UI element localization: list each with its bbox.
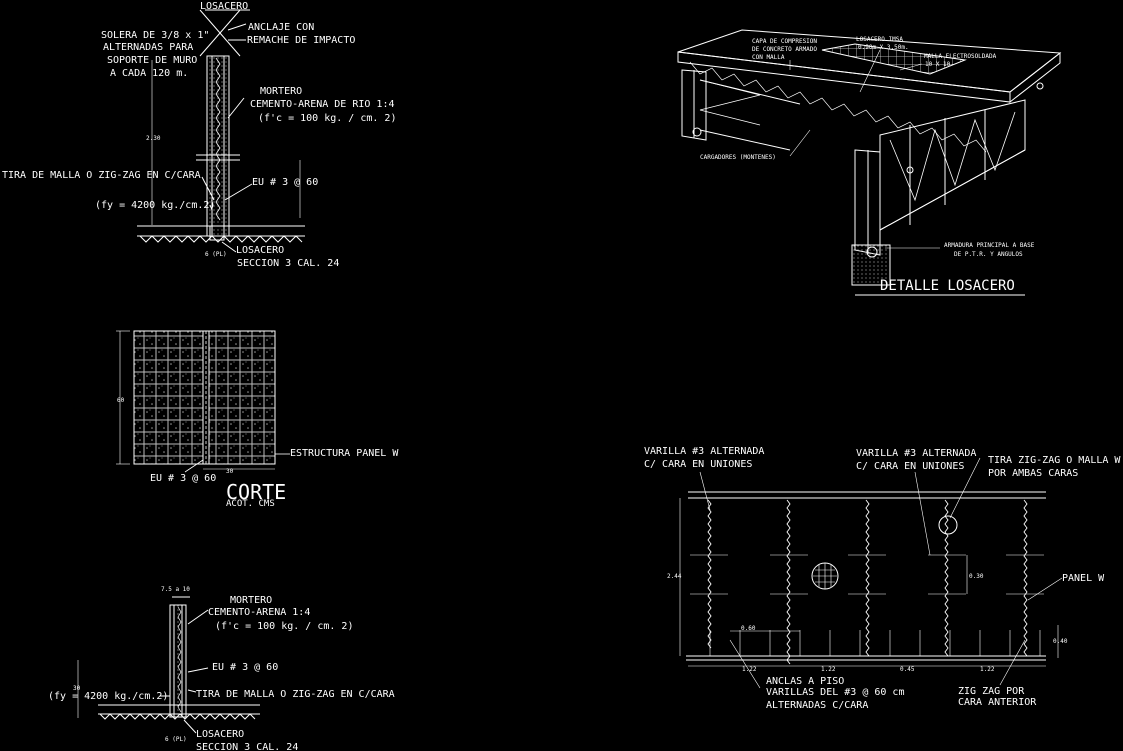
label-cargadores: CARGADORES (MONTENES) (700, 154, 776, 161)
wall-section-top (137, 9, 305, 253)
label-malla1: MALLA ELECTROSOLDADA (924, 53, 997, 60)
corte-labels: 60 ESTRUCTURA PANEL W EU # 3 @ 60 30 COR… (117, 397, 399, 509)
detalle-losacero-drawing (677, 29, 1062, 296)
label-alternadas: ALTERNADAS PARA (103, 42, 193, 53)
label-fy: (fy = 4200 kg./cm.2) (95, 200, 215, 211)
label-anclas3: ALTERNADAS C/CARA (766, 700, 868, 711)
label-remache: REMACHE DE IMPACTO (247, 35, 355, 46)
label-dim-122b: 1.22 (821, 666, 836, 673)
label-losacero-top: LOSACERO (200, 1, 248, 12)
label-soporte: SOPORTE DE MURO (107, 55, 197, 66)
label-estructura: ESTRUCTURA PANEL W (290, 448, 399, 459)
panel-elevation-drawing (679, 457, 1063, 689)
detalle-losacero-labels: CAPA DE COMPRESION DE CONCRETO ARMADO CO… (700, 36, 1035, 294)
label-b-six: 6 (PL) (165, 736, 187, 743)
label-corte-60: 60 (117, 397, 125, 404)
label-malla2: 10 X 10 (925, 61, 951, 68)
detalle-title: DETALLE LOSACERO (880, 278, 1015, 294)
label-dim-040: 0.40 (1053, 638, 1068, 645)
label-capa3: CON MALLA (752, 54, 785, 61)
label-b-fy: (fy = 4200 kg./cm.2) (48, 691, 168, 702)
label-arm2: DE P.T.R. Y ANGULOS (954, 251, 1023, 258)
label-varilla2a: VARILLA #3 ALTERNADA (856, 448, 976, 459)
label-b-fc: (f'c = 100 kg. / cm. 2) (215, 621, 353, 632)
label-dim-122a: 1.22 (742, 666, 757, 673)
label-capa2: DE CONCRETO ARMADO (752, 46, 817, 53)
corte-section (116, 330, 290, 473)
label-b-tira: TIRA DE MALLA O ZIG-ZAG EN C/CARA (196, 689, 395, 700)
label-cemento: CEMENTO-ARENA DE RIO 1:4 (250, 99, 395, 110)
label-tira1: TIRA ZIG-ZAG O MALLA W (988, 455, 1121, 466)
label-b-mortero: MORTERO (230, 595, 272, 606)
label-a-cada: A CADA 120 m. (110, 68, 188, 79)
label-seccion: SECCION 3 CAL. 24 (237, 258, 339, 269)
label-losa1: LOSACERO IMSA (856, 36, 903, 43)
label-corte-eu: EU # 3 @ 60 (150, 473, 216, 484)
label-dim-030: 0.30 (969, 573, 984, 580)
label-zig1: ZIG ZAG POR (958, 686, 1025, 697)
label-panel-w: PANEL W (1062, 573, 1105, 584)
label-six: 6 (PL) (205, 251, 227, 258)
label-b-losacero: LOSACERO (196, 729, 244, 740)
label-b-seccion: SECCION 3 CAL. 24 (196, 742, 298, 751)
label-dim-060: 0.60 (741, 625, 756, 632)
label-tira2: POR AMBAS CARAS (988, 468, 1078, 479)
label-losacero-bottom: LOSACERO (236, 245, 284, 256)
label-varilla1a: VARILLA #3 ALTERNADA (644, 446, 764, 457)
label-losa2: 0.90m X 3.50m. (858, 44, 909, 51)
label-zig2: CARA ANTERIOR (958, 697, 1037, 708)
label-varilla1b: C/ CARA EN UNIONES (644, 459, 752, 470)
label-arm1: ARMADURA PRINCIPAL A BASE (944, 242, 1035, 249)
label-dim-045: 0.45 (900, 666, 915, 673)
label-dim-122c: 1.22 (980, 666, 995, 673)
wall-section-bottom-labels: 7.5 a 10 MORTERO CEMENTO-ARENA 1:4 (f'c … (48, 586, 395, 751)
label-fc: (f'c = 100 kg. / cm. 2) (258, 113, 396, 124)
label-solera: SOLERA DE 3/8 x 1" (101, 30, 209, 41)
label-b-cemento: CEMENTO-ARENA 1:4 (208, 607, 310, 618)
panel-elevation-labels: VARILLA #3 ALTERNADA C/ CARA EN UNIONES … (644, 446, 1121, 711)
label-tira: TIRA DE MALLA O ZIG-ZAG EN C/CARA (2, 170, 201, 181)
label-varilla2b: C/ CARA EN UNIONES (856, 461, 964, 472)
wall-section-bottom (77, 596, 260, 734)
label-dim-75: 7.5 a 10 (161, 586, 190, 593)
label-capa1: CAPA DE COMPRESION (752, 38, 817, 45)
label-anclas1: ANCLAS A PISO (766, 676, 844, 687)
label-corte-30: 30 (226, 468, 234, 475)
label-dim-230: 2.30 (146, 135, 161, 142)
corte-title: CORTE (226, 480, 286, 504)
label-anclas2: VARILLAS DEL #3 @ 60 cm (766, 687, 904, 698)
label-acot: ACOT. CMS (226, 499, 275, 509)
label-anclaje: ANCLAJE CON (248, 22, 314, 33)
zigzag-bars (707, 499, 1028, 665)
label-eu: EU # 3 @ 60 (252, 177, 318, 188)
label-dim-244: 2.44 (667, 573, 682, 580)
wall-section-top-labels: LOSACERO SOLERA DE 3/8 x 1" ALTERNADAS P… (2, 1, 396, 269)
label-b-30: 30 (73, 685, 81, 692)
label-b-eu: EU # 3 @ 60 (212, 662, 278, 673)
label-mortero: MORTERO (260, 86, 302, 97)
